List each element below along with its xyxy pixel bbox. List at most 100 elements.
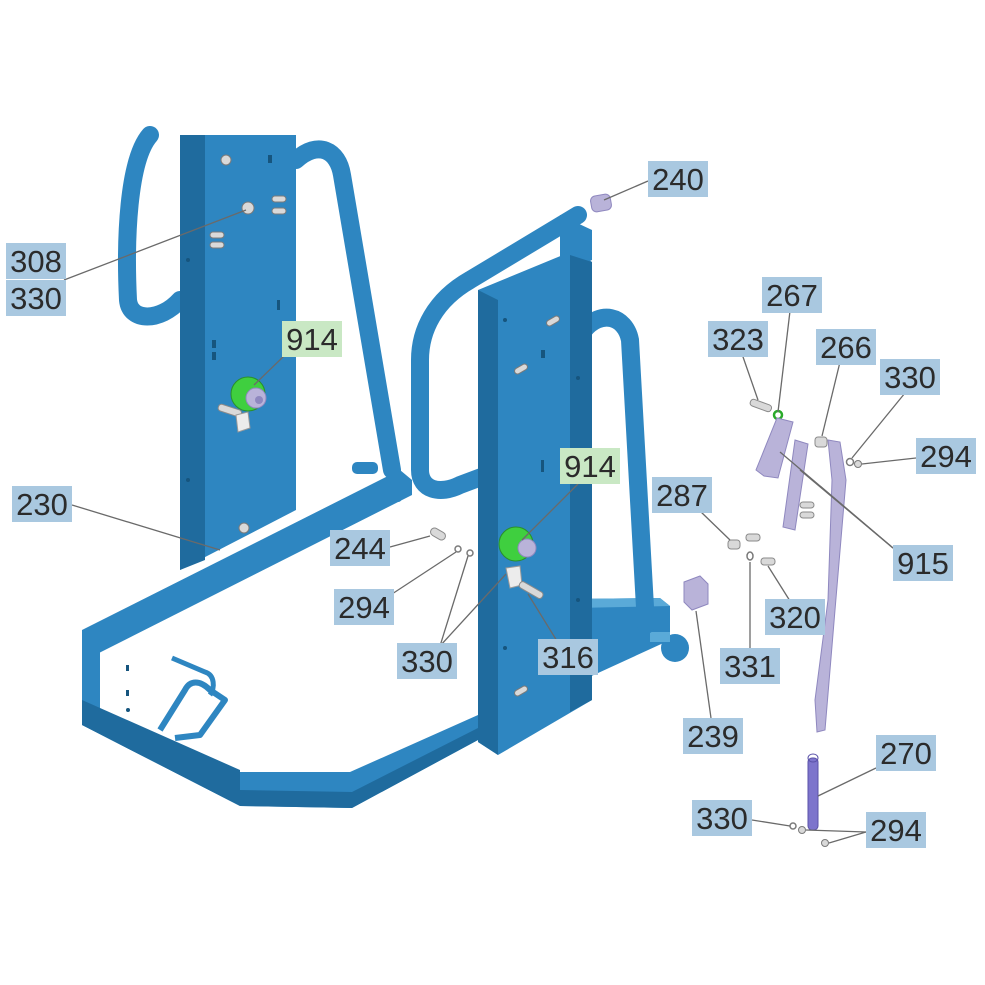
callout-text: 244 <box>334 531 386 566</box>
front-plate-slots <box>503 318 580 650</box>
callout-text: 330 <box>696 801 748 836</box>
callout-text: 316 <box>542 640 594 675</box>
front-handle-tube <box>411 206 587 499</box>
link-plate-2 <box>782 439 809 531</box>
front-upright-assembly <box>352 206 655 755</box>
front-plate-holes <box>514 315 560 697</box>
callout-294: 294 <box>916 438 976 474</box>
callout-text: 320 <box>769 600 821 635</box>
callout-box <box>560 448 620 484</box>
callout-287: 287 <box>652 477 712 513</box>
callout-text: 330 <box>884 360 936 395</box>
leader-244 <box>389 535 431 548</box>
callout-text: 330 <box>10 281 62 316</box>
callout-239: 239 <box>683 718 743 754</box>
end-cap-240 <box>590 193 612 213</box>
block-239 <box>683 575 709 611</box>
spring-270 <box>807 757 819 831</box>
callout-box <box>880 359 940 395</box>
pivot-lug <box>352 462 378 474</box>
rear-upright-plate <box>180 135 296 570</box>
bolt-b <box>745 533 761 542</box>
bolt-320 <box>760 557 776 566</box>
callout-text: 287 <box>656 478 708 513</box>
leader-230 <box>71 504 221 551</box>
callout-box <box>692 800 752 836</box>
leader-294a <box>861 457 917 465</box>
callout-box <box>893 545 953 581</box>
callout-244: 244 <box>330 530 390 566</box>
washer-330-c <box>789 822 797 830</box>
leader-294b <box>391 551 457 595</box>
callout-text: 230 <box>16 487 68 522</box>
washer-294-a <box>454 545 462 553</box>
callout-box <box>397 643 457 679</box>
callout-266: 266 <box>816 329 876 365</box>
leader-915c <box>819 485 894 549</box>
ring-331 <box>746 551 754 561</box>
callout-320: 320 <box>765 599 825 635</box>
front-upright-plate-edge <box>478 290 498 755</box>
rear-wheel-hub <box>217 376 267 433</box>
callout-text: 915 <box>897 546 949 581</box>
washer-330-a <box>466 549 474 557</box>
callout-box <box>876 735 936 771</box>
callout-294: 294 <box>334 589 394 625</box>
leader-330d <box>751 819 791 827</box>
callout-914: 914 <box>560 448 620 484</box>
callout-box <box>6 243 66 279</box>
leader-294c-2 <box>828 831 867 844</box>
lever-arm <box>814 439 847 733</box>
callout-box <box>683 718 743 754</box>
callout-323: 323 <box>708 321 768 357</box>
callout-240: 240 <box>648 161 708 197</box>
base-cross-beam <box>82 470 412 655</box>
hub-spacer-front <box>517 538 537 558</box>
clip-rear <box>235 411 251 433</box>
leader-294c-1 <box>805 829 867 833</box>
callout-914: 914 <box>282 321 342 357</box>
leader-914b <box>521 483 579 541</box>
axle-pin <box>650 632 670 642</box>
rear-upright-plate-edge <box>180 135 205 570</box>
callout-labels: 240 308 330 914 267 323 266 330 <box>6 161 976 848</box>
nut-294-a <box>854 460 862 468</box>
rear-upright-assembly <box>118 126 401 570</box>
leader-914a <box>253 355 285 386</box>
callout-330: 330 <box>397 643 457 679</box>
callout-text: 294 <box>870 813 922 848</box>
callout-316: 316 <box>538 639 598 675</box>
callout-text: 308 <box>10 244 62 279</box>
callout-294: 294 <box>866 812 926 848</box>
callout-box <box>334 589 394 625</box>
callout-text: 294 <box>920 439 972 474</box>
front-wheel-hub <box>498 526 544 599</box>
callout-box <box>765 599 825 635</box>
leader-330c-1 <box>439 555 469 647</box>
nut-294-b <box>798 826 806 834</box>
washer-330-b <box>845 457 855 467</box>
loose-hardware <box>430 193 862 847</box>
callout-text: 330 <box>401 644 453 679</box>
callout-box <box>762 277 822 313</box>
base-left-rail-top <box>82 700 240 806</box>
callout-331: 331 <box>720 648 780 684</box>
foot-peg <box>157 679 228 741</box>
callout-330: 330 <box>880 359 940 395</box>
leader-330b <box>851 392 906 459</box>
pin-244 <box>430 527 446 541</box>
rear-handle-tube-right <box>287 140 401 479</box>
leader-316 <box>527 593 558 642</box>
foot-peg-inner <box>171 655 216 697</box>
base-front-rail-lower <box>240 728 478 808</box>
leader-323 <box>741 353 759 401</box>
callout-box <box>916 438 976 474</box>
base-front-rail <box>240 715 478 808</box>
bolt-323 <box>749 398 773 413</box>
link-plate <box>755 417 794 479</box>
callout-box <box>652 477 712 513</box>
callout-text: 270 <box>880 736 932 771</box>
callout-text: 266 <box>820 330 872 365</box>
callout-267: 267 <box>762 277 822 313</box>
